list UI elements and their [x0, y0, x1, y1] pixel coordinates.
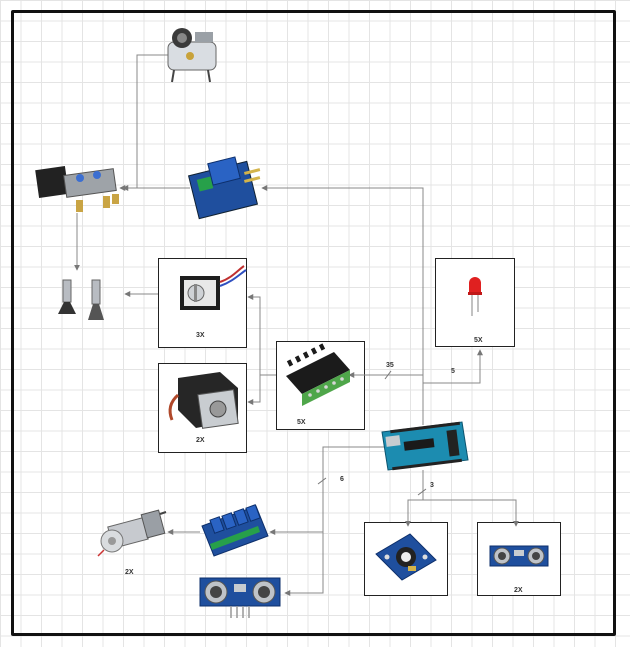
wires — [74, 54, 519, 596]
wire-compressor-valve — [119, 54, 168, 191]
dc-motor-qty: 2X — [125, 569, 134, 576]
led-box — [435, 258, 515, 347]
led-icon — [468, 277, 482, 316]
dc-motor-icon — [97, 509, 167, 557]
stepper-driver-icon — [286, 343, 350, 406]
wire-driver-stepper-small — [247, 294, 276, 376]
compressor-icon — [167, 28, 217, 83]
sensor-bus-label: 3 — [430, 482, 434, 489]
wire-driver-stepper-large — [247, 375, 261, 405]
wire-arduino-sensors — [405, 470, 424, 527]
stepper-small-qty: 3X — [196, 332, 205, 339]
wire-arduino-relay — [261, 185, 424, 425]
wire-arduino-led — [423, 349, 483, 384]
color-sensor-icon — [375, 533, 437, 581]
diagram-frame — [11, 10, 616, 636]
led-qty: 5X — [474, 337, 483, 344]
stepper-large-qty: 2X — [196, 437, 205, 444]
microcontroller-icon — [381, 421, 469, 471]
relay-icon — [187, 156, 261, 220]
stepper-small-box — [158, 258, 247, 348]
ultrasonic-sensor-icon — [489, 545, 549, 567]
ultrasonic-sensor-icon — [199, 577, 281, 618]
led-bus-label: 5 — [451, 368, 455, 375]
relay-board-icon — [201, 504, 269, 557]
stepper-motor-icon — [180, 265, 247, 310]
driver-qty: 5X — [297, 419, 306, 426]
solenoid-valve-icon — [35, 166, 119, 212]
wire-arduino-ultrasonic-box — [423, 499, 519, 527]
ultrasonic-qty: 2X — [514, 587, 523, 594]
driver-bus-label: 35 — [386, 362, 394, 369]
stepper-motor-icon — [168, 372, 239, 429]
suction-cup-icon — [58, 279, 104, 320]
wire-arduino-ultrasonic — [284, 532, 324, 596]
wire-arduino-relay4 — [269, 446, 385, 535]
relay-bus-label: 6 — [340, 476, 344, 483]
